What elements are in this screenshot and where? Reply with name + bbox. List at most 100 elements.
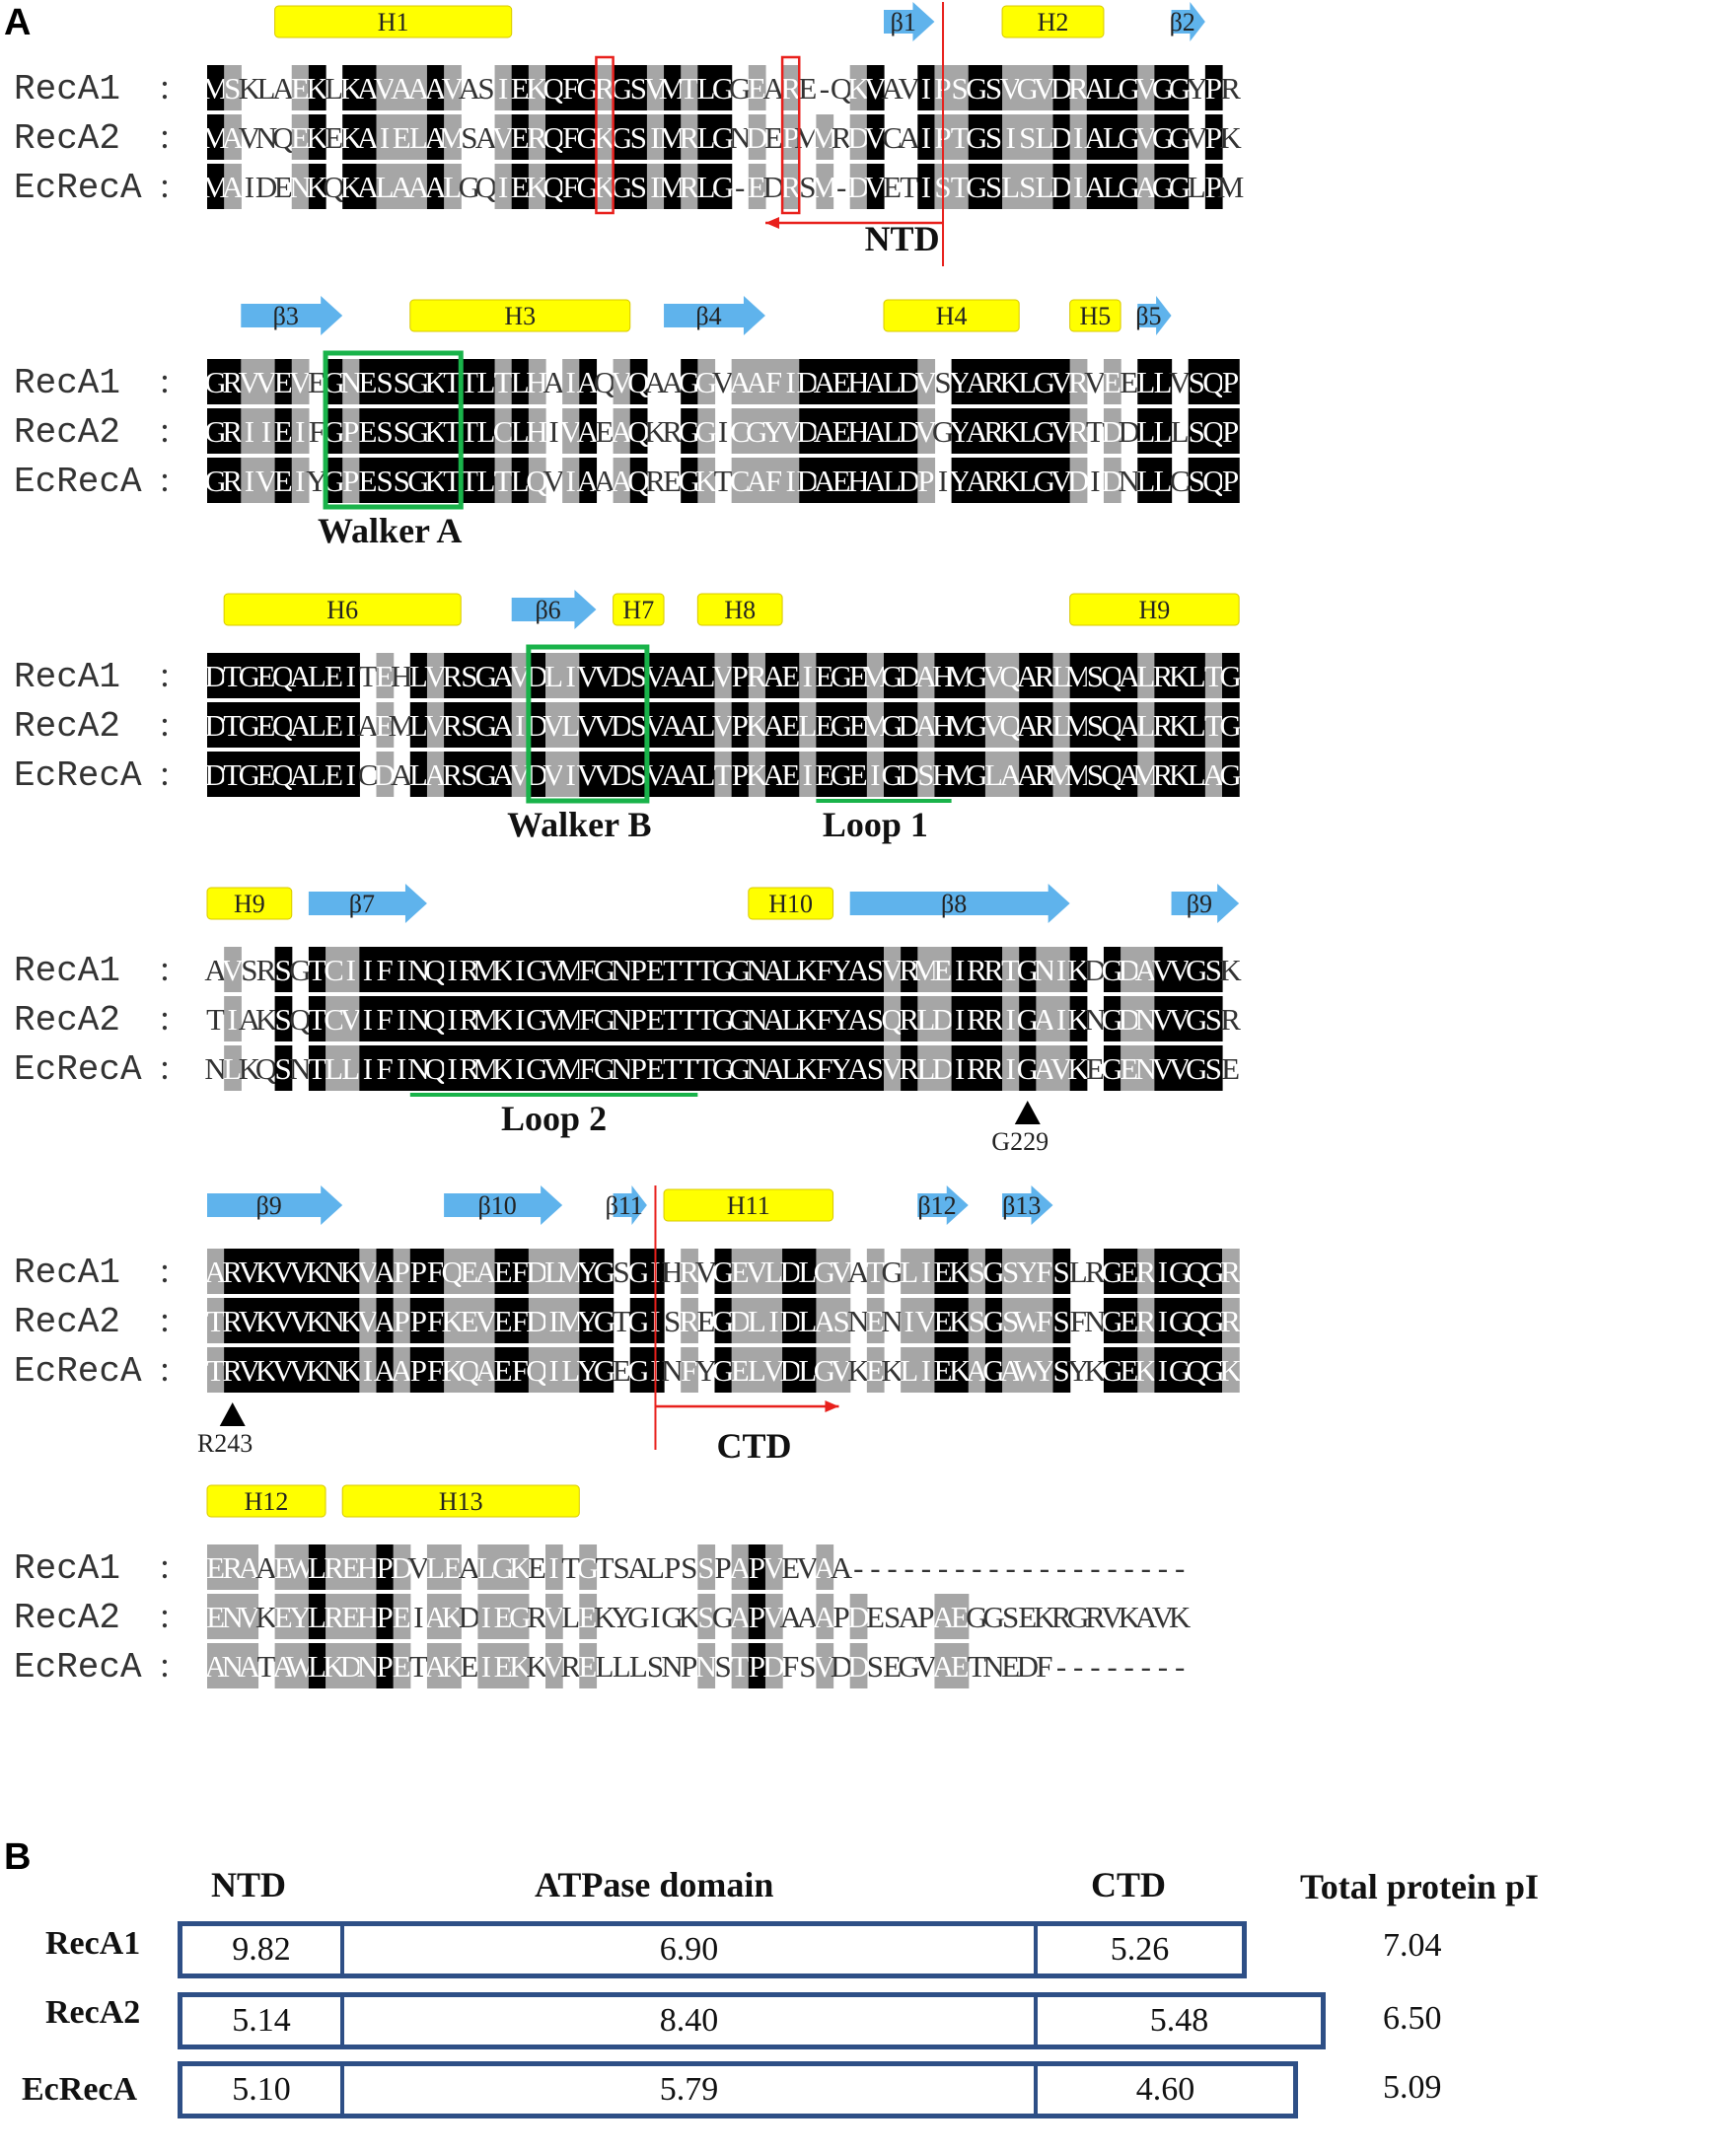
residue: T xyxy=(443,464,462,498)
residue-cell xyxy=(342,114,360,160)
helix-bar xyxy=(274,5,513,38)
residue: V xyxy=(255,365,278,399)
ntd-value: 9.82 xyxy=(232,1931,291,1968)
residue: I xyxy=(870,757,880,792)
residue-cell xyxy=(359,408,378,454)
residue: D xyxy=(831,1649,852,1684)
residue-cell xyxy=(799,752,817,797)
sequence-name: EcRecA xyxy=(14,1647,142,1687)
residue-cell xyxy=(426,947,445,992)
residue-cell xyxy=(444,947,462,992)
residue: E xyxy=(325,708,343,743)
residue: G xyxy=(712,953,734,987)
residue: F xyxy=(427,1304,444,1338)
residue: E xyxy=(206,1600,225,1634)
residue: E xyxy=(934,1304,953,1338)
bar-divider xyxy=(1034,1997,1038,2045)
residue-cell xyxy=(731,1249,750,1294)
residue: I xyxy=(448,1002,458,1037)
residue-cell xyxy=(866,702,885,748)
residue: V xyxy=(542,1600,565,1634)
residue-cell xyxy=(528,947,546,992)
residue-cell xyxy=(782,752,800,797)
residue-cell xyxy=(477,458,496,503)
sequence-name: RecA2 xyxy=(14,1598,120,1638)
residue-cell xyxy=(511,1643,530,1688)
residue: A xyxy=(1135,170,1158,204)
sec-structure-label: H6 xyxy=(326,596,358,624)
residue: I xyxy=(295,464,305,498)
residue: T xyxy=(443,365,462,399)
residue-cell xyxy=(917,458,936,503)
residue: A xyxy=(492,757,515,792)
residue-cell xyxy=(291,458,310,503)
residue-cell xyxy=(1052,702,1071,748)
residue: Y xyxy=(611,1600,632,1634)
residue: I xyxy=(498,170,508,204)
name-separator: : xyxy=(160,460,170,499)
residue: S xyxy=(969,1255,985,1289)
residue-cell xyxy=(714,947,733,992)
bar-divider xyxy=(340,1997,344,2045)
residue: P xyxy=(1205,120,1222,155)
residue: V xyxy=(542,953,565,987)
residue-cell xyxy=(1154,752,1173,797)
residue-cell xyxy=(934,752,953,797)
residue-cell xyxy=(342,996,360,1041)
name-separator: : xyxy=(160,1596,170,1635)
residue-cell xyxy=(1121,65,1138,110)
residue-cell xyxy=(748,114,766,160)
residue-cell xyxy=(1171,164,1190,209)
helix-bar xyxy=(1069,593,1240,626)
residue-cell xyxy=(224,114,242,160)
residue-cell xyxy=(1154,1045,1173,1091)
residue-cell xyxy=(816,1347,834,1393)
residue: T xyxy=(460,414,478,449)
residue-cell xyxy=(714,1045,733,1091)
residue-cell xyxy=(951,1249,970,1294)
residue: E xyxy=(578,1600,597,1634)
residue-cell xyxy=(1103,996,1121,1041)
residue-cell xyxy=(528,65,546,110)
residue-cell xyxy=(816,359,834,404)
sequence-name: RecA1 xyxy=(14,657,120,697)
residue: C xyxy=(358,757,379,792)
residue-cell xyxy=(832,947,851,992)
residue-cell xyxy=(1002,702,1020,748)
residue: I xyxy=(1158,1353,1168,1388)
sec-structure-label: H4 xyxy=(936,302,968,330)
residue-cell xyxy=(596,164,615,209)
residue: L xyxy=(613,1649,631,1684)
residue: G xyxy=(594,1304,615,1338)
residue-cell xyxy=(1002,752,1020,797)
residue: D xyxy=(1017,1649,1039,1684)
residue: D xyxy=(204,708,226,743)
residue: V xyxy=(779,414,802,449)
residue-cell xyxy=(613,408,631,454)
residue-cell xyxy=(359,1544,378,1590)
residue-cell xyxy=(1036,1045,1054,1091)
residue: Q xyxy=(272,708,294,743)
residue: A xyxy=(542,365,565,399)
residue-cell xyxy=(426,1594,445,1639)
residue: V xyxy=(289,1353,312,1388)
residue-cell xyxy=(1137,164,1155,209)
residue-cell xyxy=(241,408,259,454)
residue-cell xyxy=(359,65,378,110)
residue: R xyxy=(1135,1304,1156,1338)
residue-cell xyxy=(1188,1249,1206,1294)
residue: L xyxy=(511,464,530,498)
residue-cell xyxy=(494,164,513,209)
residue-cell xyxy=(1019,1298,1037,1343)
residue-cell xyxy=(799,1347,817,1393)
residue: T xyxy=(223,708,242,743)
residue-cell xyxy=(444,1045,462,1091)
name-separator: : xyxy=(160,1546,170,1586)
residue-cell xyxy=(461,1045,478,1091)
residue-cell xyxy=(528,702,546,748)
residue-cell xyxy=(376,1249,395,1294)
helix-bar xyxy=(409,299,631,332)
residue-cell xyxy=(951,164,970,209)
residue-cell xyxy=(1069,408,1088,454)
residue: P xyxy=(376,1649,393,1684)
